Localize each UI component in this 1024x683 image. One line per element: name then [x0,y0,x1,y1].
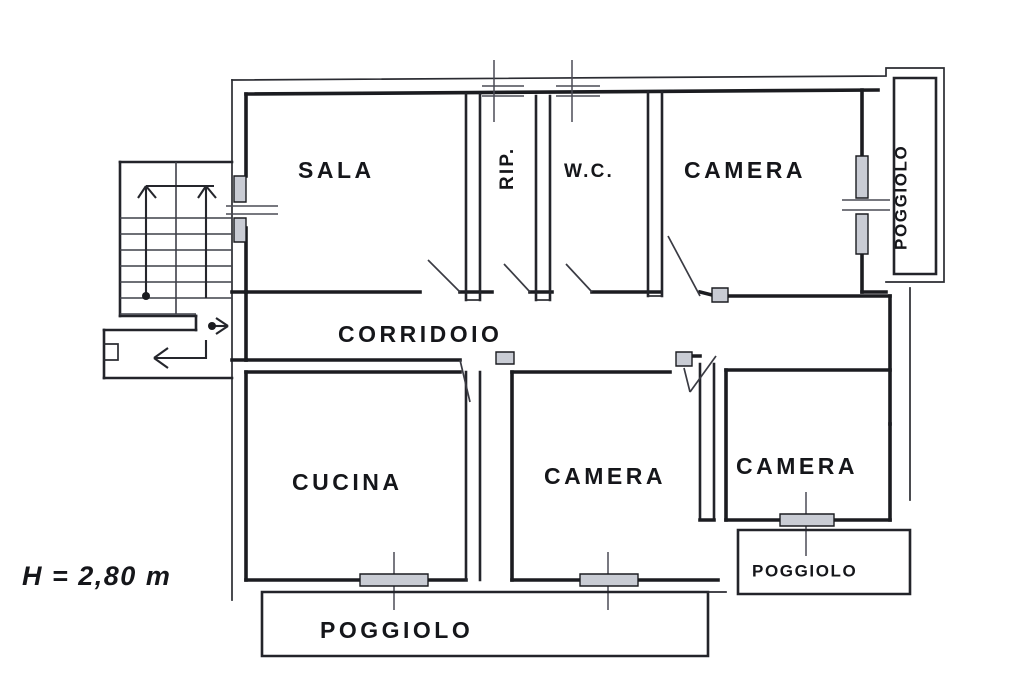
room-label-camera-centro: CAMERA [544,463,666,489]
door-swings [427,235,717,403]
north-block-walls [244,88,888,302]
room-label-sala: SALA [298,157,375,183]
window-marks-north [482,60,600,122]
outer-perimeter-trace [231,67,945,601]
balcony-label-poggiolo-est: POGGIOLO [891,145,910,250]
room-label-cucina: CUCINA [292,469,402,495]
staircase [102,160,278,380]
room-label-camera-nord: CAMERA [684,157,806,183]
window-marks-south [359,492,835,610]
south-block-walls [244,362,892,582]
balcony-east-walls [892,76,938,276]
room-label-camera-est: CAMERA [736,453,858,479]
ceiling-height-note: H = 2,80 m [22,561,171,591]
window-mark-camera-east [842,155,890,255]
door-jambs [495,287,729,367]
balcony-south-walls [260,590,727,658]
balcony-label-poggiolo-sud-est: POGGIOLO [752,561,857,580]
room-label-wc: W.C. [564,161,614,182]
room-label-ripostiglio: RIP. [497,147,518,190]
balcony-label-poggiolo-sud: POGGIOLO [320,617,473,643]
balcony-southeast-walls [736,528,912,596]
room-label-corridoio: CORRIDOIO [338,321,502,347]
